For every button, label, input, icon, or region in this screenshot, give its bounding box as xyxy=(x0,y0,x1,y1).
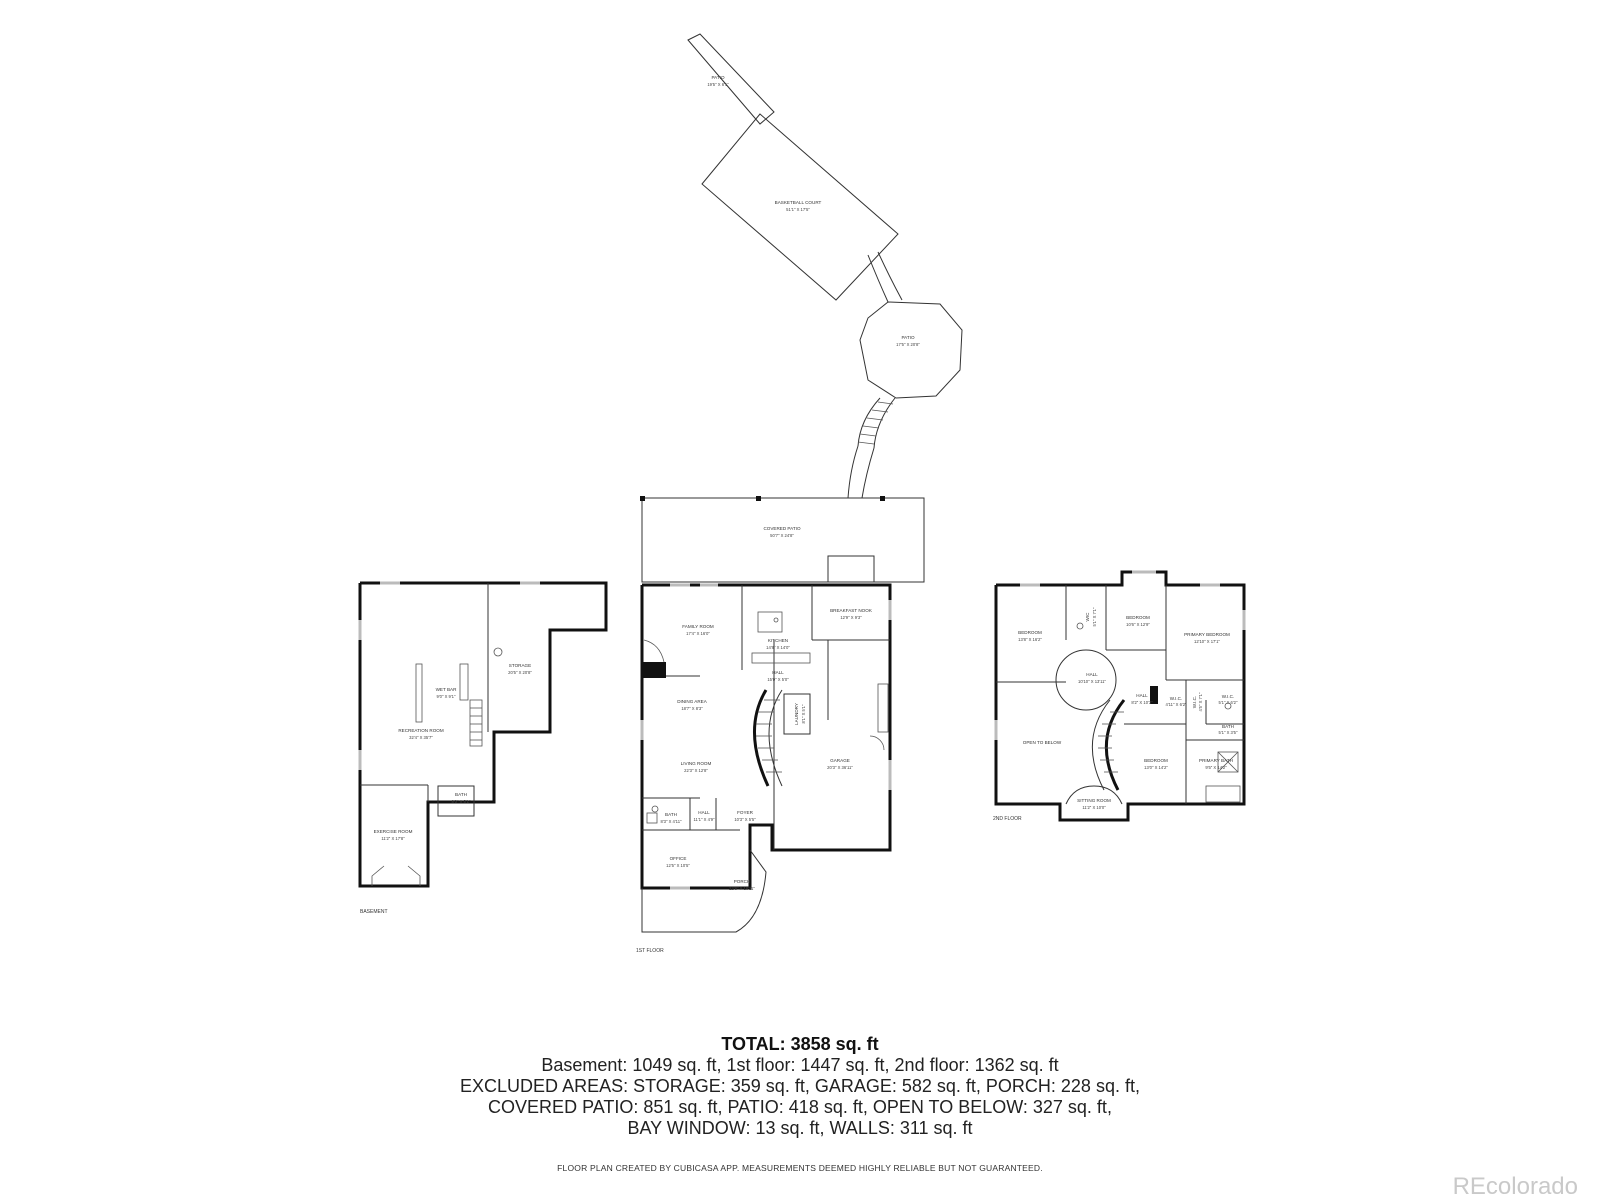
basement-floor-label: BASEMENT xyxy=(360,909,388,915)
storage-dims: 20'5" X 20'8" xyxy=(508,670,532,675)
office-dims: 12'5" X 10'5" xyxy=(666,863,690,868)
dining-area-dims: 18'7" X 8'3" xyxy=(681,706,703,711)
bath-2-dims: 5'1" X 3'5" xyxy=(1218,730,1238,735)
second-floor-label: 2ND FLOOR xyxy=(993,816,1022,822)
excluded-areas-line-2: COVERED PATIO: 851 sq. ft, PATIO: 418 sq… xyxy=(488,1097,1112,1117)
bath-basement-name: BATH xyxy=(455,792,467,797)
basketball-court-dims: 51'1" X 17'5" xyxy=(786,207,810,212)
primary-bedroom-dims: 12'10" X 17'1" xyxy=(1194,639,1221,644)
basement-stairs xyxy=(469,699,483,747)
area-summary: TOTAL: 3858 sq. ft Basement: 1049 sq. ft… xyxy=(0,1033,1600,1139)
exterior-stairs xyxy=(857,397,896,449)
sitting-room-name: SITTING ROOM xyxy=(1077,798,1111,803)
hall-small-name: HALL xyxy=(1136,693,1148,698)
recreation-room-name: RECREATION ROOM xyxy=(398,728,444,733)
patio-top-dims: 19'5" X 6'1" xyxy=(707,82,729,87)
hall-2-name: HALL xyxy=(698,810,710,815)
patio-top-name: PATIO xyxy=(711,75,725,80)
wic-d-dims: 5'1" X 6'2" xyxy=(1218,700,1238,705)
wic-a-dims: 5'1" X 7'1" xyxy=(1092,607,1097,627)
family-room-dims: 17'4" X 16'0" xyxy=(686,631,710,636)
bedroom-b-name: BEDROOM xyxy=(1126,615,1150,620)
hall-small-dims: 8'2" X 10'3" xyxy=(1131,700,1153,705)
exercise-room-dims: 11'2" X 17'8" xyxy=(381,836,405,841)
primary-bedroom-name: PRIMARY BEDROOM xyxy=(1184,632,1230,637)
wet-bar-dims: 9'0" X 9'1" xyxy=(436,694,456,699)
breakfast-nook-name: BREAKFAST NOOK xyxy=(830,608,873,613)
breakfast-nook-dims: 12'9" X 9'3" xyxy=(840,615,862,620)
patio-round-dims: 17'5" X 20'8" xyxy=(896,342,920,347)
bedroom-c-name: BEDROOM xyxy=(1144,758,1168,763)
storage-name: STORAGE xyxy=(509,663,531,668)
porch-name: PORCH xyxy=(734,879,751,884)
bath-1-name: BATH xyxy=(665,812,677,817)
laundry-dims: 8'1" X 5'1" xyxy=(801,704,806,724)
family-room-name: FAMILY ROOM xyxy=(682,624,714,629)
wet-bar-name: WET BAR xyxy=(436,687,458,692)
wic-b-name: W.I.C. xyxy=(1170,696,1183,701)
foyer-dims: 10'3" X 5'5" xyxy=(734,817,756,822)
primary-bath-name: PRIMARY BATH xyxy=(1199,758,1233,763)
recreation-room-dims: 32'4" X 35'7" xyxy=(409,735,433,740)
garage-name: GARAGE xyxy=(830,758,850,763)
excluded-areas-line-1: EXCLUDED AREAS: STORAGE: 359 sq. ft, GAR… xyxy=(460,1076,1140,1096)
recolorado-watermark: REcolorado xyxy=(1452,1173,1578,1200)
bedroom-c-dims: 13'0" X 14'2" xyxy=(1144,765,1168,770)
primary-bath-dims: 9'5" X 14'2" xyxy=(1205,765,1227,770)
covered-patio-name: COVERED PATIO xyxy=(763,526,801,531)
porch-dims: 22'8" X 10'11" xyxy=(729,886,755,891)
basement-plan xyxy=(358,581,608,888)
bath-1-dims: 8'3" X 4'11" xyxy=(660,819,682,824)
covered-patio xyxy=(640,496,925,583)
total-area: TOTAL: 3858 sq. ft xyxy=(721,1034,879,1054)
kitchen-name: KITCHEN xyxy=(768,638,788,643)
garage-dims: 20'3" X 36'11" xyxy=(827,765,853,770)
patio-top-outline xyxy=(687,33,775,125)
hall-1-name: HALL xyxy=(772,670,784,675)
living-room-dims: 22'3" X 12'8" xyxy=(684,768,708,773)
exercise-room-name: EXERCISE ROOM xyxy=(374,829,413,834)
wic-b-dims: 4'11" X 6'2" xyxy=(1165,702,1187,707)
outdoor-areas xyxy=(687,33,963,499)
room-labels: PATIO 19'5" X 6'1" BASKETBALL COURT 51'1… xyxy=(374,75,1238,891)
bedroom-b-dims: 10'6" X 12'9" xyxy=(1126,622,1150,627)
patio-round-outline xyxy=(859,301,963,399)
disclaimer-text: FLOOR PLAN CREATED BY CUBICASA APP. MEAS… xyxy=(557,1163,1043,1173)
covered-patio-dims: 50'7" X 24'8" xyxy=(770,533,794,538)
hall-upper-name: HALL xyxy=(1086,672,1098,677)
wic-c-name: W.I.C. xyxy=(1192,696,1197,709)
hall-1-dims: 15'0" X 5'0" xyxy=(767,677,789,682)
path-to-round-patio xyxy=(867,251,903,303)
dining-area-name: DINING AREA xyxy=(677,699,708,704)
basketball-court-name: BASKETBALL COURT xyxy=(775,200,822,205)
excluded-areas-line-3: BAY WINDOW: 13 sq. ft, WALLS: 311 sq. ft xyxy=(627,1118,973,1138)
living-room-name: LIVING ROOM xyxy=(681,761,712,766)
floor-areas-line: Basement: 1049 sq. ft, 1st floor: 1447 s… xyxy=(541,1055,1059,1075)
wic-a-name: WIC xyxy=(1085,612,1090,622)
hall-upper-dims: 10'10" X 13'11" xyxy=(1078,679,1107,684)
kitchen-dims: 14'8" X 14'0" xyxy=(766,645,790,650)
bedroom-a-dims: 13'8" X 16'2" xyxy=(1018,637,1042,642)
open-to-below-name: OPEN TO BELOW xyxy=(1023,740,1062,745)
sitting-room-dims: 11'2" X 10'0" xyxy=(1082,805,1106,810)
first-floor-label: 1ST FLOOR xyxy=(636,948,664,954)
walkway-curve xyxy=(847,445,875,499)
hall-2-dims: 11'1" X 4'9" xyxy=(693,817,715,822)
first-floor-plan xyxy=(640,583,892,933)
bath-basement-dims: 8'0" X 5'1" xyxy=(451,799,471,804)
basketball-court-outline xyxy=(701,113,899,301)
foyer-name: FOYER xyxy=(737,810,754,815)
wic-d-name: W.I.C. xyxy=(1222,694,1235,699)
bath-2-name: BATH xyxy=(1222,724,1234,729)
patio-round-name: PATIO xyxy=(901,335,915,340)
bedroom-a-name: BEDROOM xyxy=(1018,630,1042,635)
wic-c-dims: 4'5" X 7'1" xyxy=(1198,692,1203,712)
second-floor-plan xyxy=(994,570,1246,822)
office-name: OFFICE xyxy=(670,856,687,861)
laundry-name: LAUNDRY xyxy=(794,703,799,725)
